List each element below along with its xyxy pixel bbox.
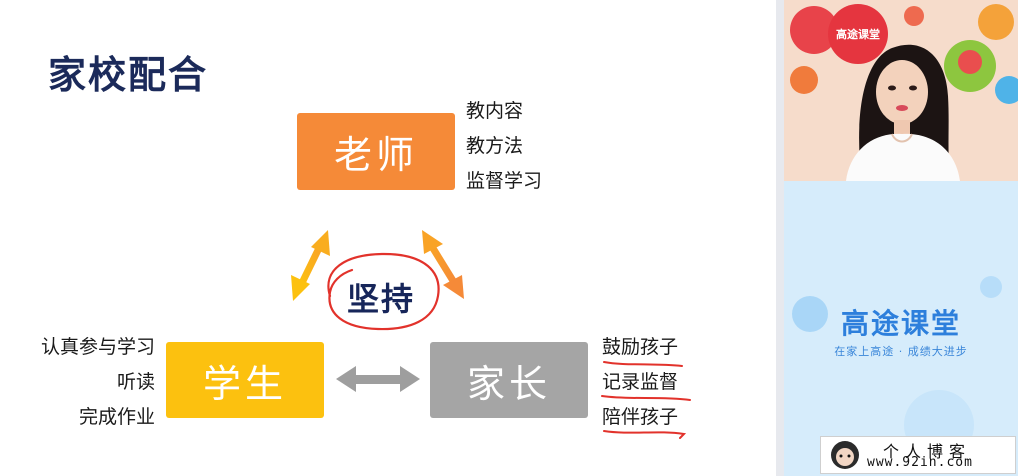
student-notes: 认真参与学习 听读 完成作业 [41, 330, 155, 435]
backdrop-circle [978, 4, 1014, 40]
student-label: 学生 [202, 361, 287, 406]
brand-slogan: 在家上高途 · 成绩大进步 [834, 345, 968, 358]
center-label: 坚持 [346, 280, 415, 318]
watermark: 个人博客 www.92in.com [820, 436, 1016, 474]
person-neck [894, 120, 910, 138]
student-box: 学生 [166, 342, 324, 418]
teacher-note: 监督学习 [466, 170, 543, 192]
brand-name: 高途课堂 [840, 307, 961, 340]
side-panel: 高途课堂 高途课堂 在家上高途 · 成绩大进步 [784, 0, 1018, 476]
decor-bubble [792, 296, 828, 332]
panel-divider [776, 0, 784, 476]
mascot-face [958, 50, 982, 74]
backdrop-logo: 高途课堂 [836, 27, 880, 41]
person-collar [891, 133, 913, 143]
slide-title: 家校配合 [48, 53, 209, 97]
teacher-label: 老师 [333, 133, 418, 177]
parent-notes: 鼓励孩子 记录监督 陪伴孩子 [602, 330, 678, 435]
watermark-title: 个人博客 [883, 442, 972, 461]
backdrop-circle [995, 76, 1018, 104]
arrow-student-parent [336, 366, 420, 392]
webcam-feed[interactable]: 高途课堂 [784, 0, 1018, 181]
teacher-box: 老师 [297, 113, 455, 190]
teacher-notes: 教内容 教方法 监督学习 [466, 94, 542, 199]
arrow-teacher-student [291, 230, 330, 301]
parent-note: 鼓励孩子 [602, 336, 679, 358]
parent-label: 家长 [466, 361, 551, 406]
person-eye [909, 85, 917, 91]
student-note: 听读 [116, 371, 155, 393]
webcam-video: 高途课堂 [790, 4, 1018, 181]
student-note: 认真参与学习 [40, 336, 155, 358]
avatar-icon [831, 441, 859, 469]
backdrop-circle [790, 6, 838, 54]
backdrop-circle [904, 6, 924, 26]
teacher-note: 教内容 [466, 100, 524, 122]
person-face [876, 60, 928, 124]
watermark-url: www.92in.com [867, 455, 973, 470]
person-eye [888, 85, 896, 91]
logo-circle [828, 4, 888, 64]
teacher-note: 教方法 [466, 135, 524, 157]
person-shirt [846, 133, 960, 181]
parent-note: 记录监督 [602, 371, 679, 393]
decor-bubble [980, 276, 1002, 298]
student-note: 完成作业 [78, 406, 155, 428]
person-mouth [896, 105, 908, 111]
parent-box: 家长 [430, 342, 588, 418]
backdrop-circle [790, 66, 818, 94]
slide: 家校配合 [0, 0, 776, 476]
parent-note: 陪伴孩子 [602, 406, 679, 428]
